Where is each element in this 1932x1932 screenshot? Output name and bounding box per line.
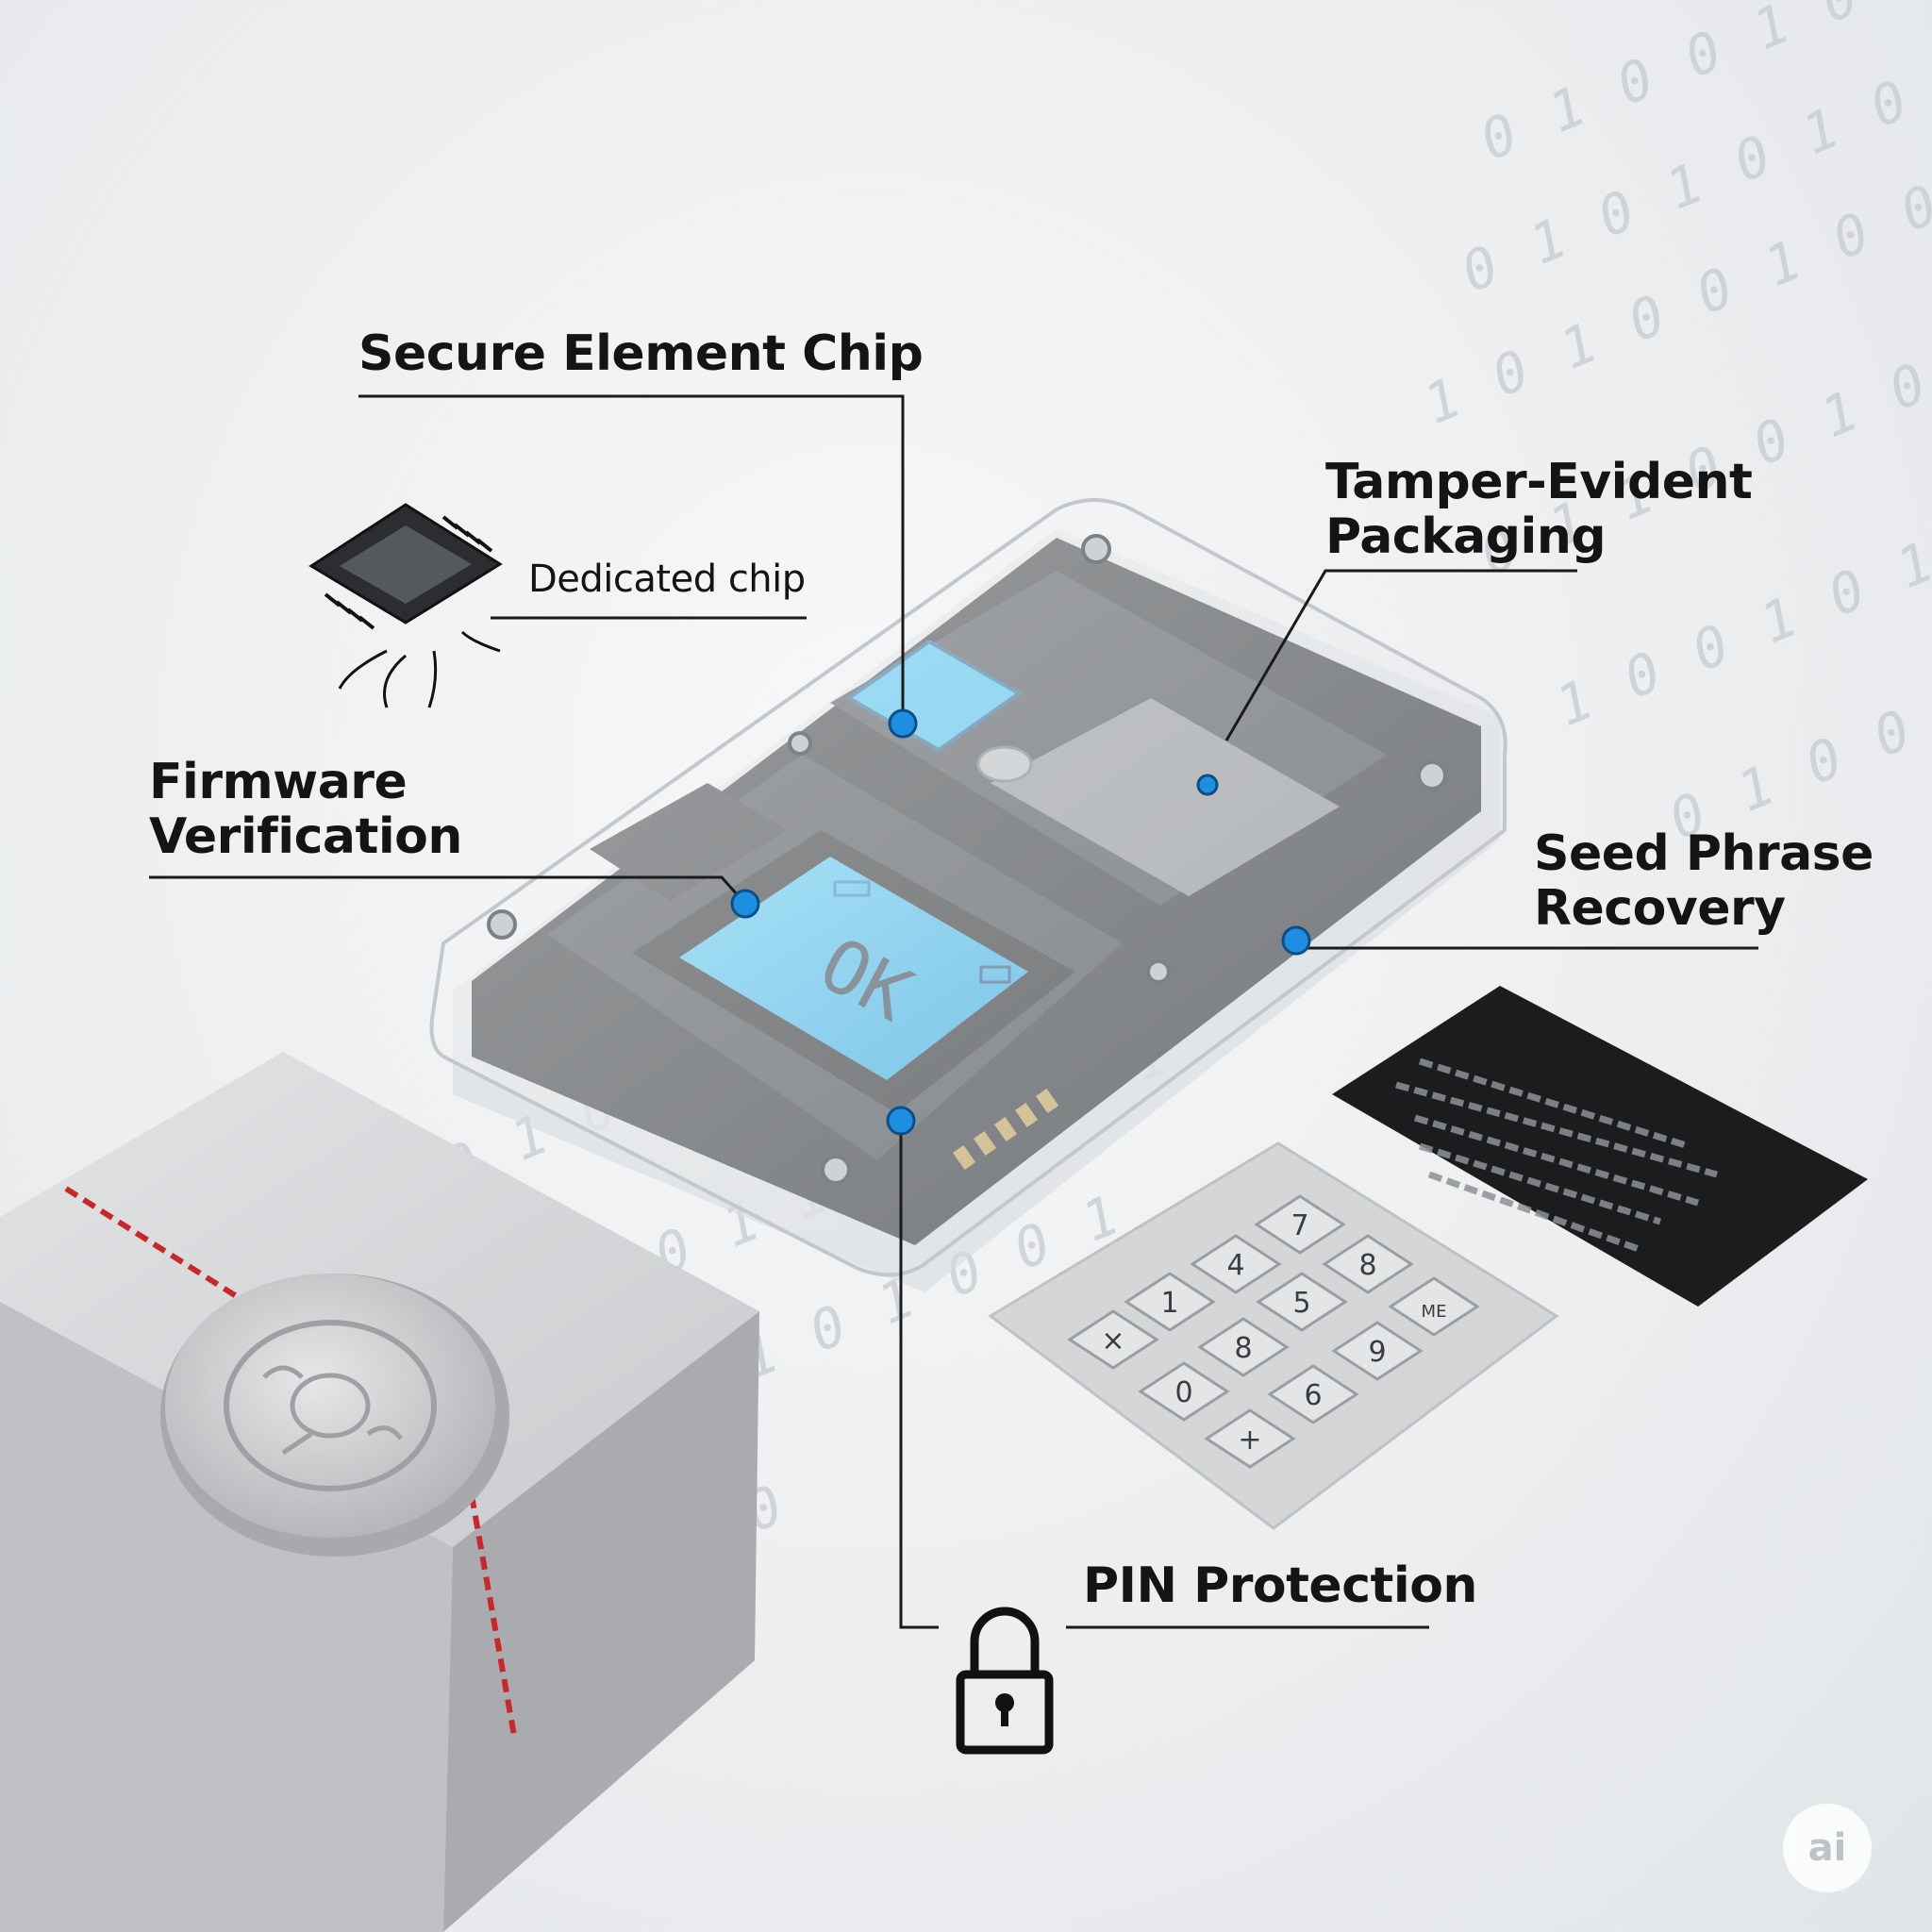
keypad-key-label: ME — [1422, 1302, 1447, 1322]
keypad-key-label: 9 — [1368, 1336, 1386, 1369]
keypad-key: 8 — [1197, 1317, 1290, 1377]
keypad-key: 6 — [1267, 1364, 1359, 1424]
keypad-key-label: × — [1101, 1324, 1124, 1357]
label-dedicated-chip: Dedicated chip — [528, 558, 806, 601]
packaging-box — [0, 1052, 759, 1932]
label-tamper-evident-packaging: Tamper-Evident Packaging — [1325, 454, 1753, 566]
label-firmware-line2: Verification — [149, 808, 462, 866]
keypad-key-label: 7 — [1291, 1209, 1308, 1242]
keypad-key-label: 8 — [1358, 1249, 1376, 1282]
label-firmware-line1: Firmware — [149, 754, 408, 810]
label-seed-line2: Recovery — [1534, 880, 1786, 938]
marker-secure-element — [888, 708, 918, 739]
label-tamper-line1: Tamper-Evident — [1325, 454, 1753, 510]
keypad-key: × — [1067, 1309, 1159, 1370]
label-firmware-verification: Firmware Verification — [149, 754, 462, 866]
keypad-key: 0 — [1138, 1361, 1230, 1422]
keypad-key-label: + — [1238, 1424, 1261, 1457]
keypad-key-label: 1 — [1160, 1287, 1178, 1320]
keypad-key: ME — [1388, 1276, 1480, 1337]
ai-badge: ai — [1783, 1804, 1872, 1892]
keypad-key-label: 6 — [1304, 1379, 1322, 1412]
box-left-face — [0, 1302, 453, 1932]
label-secure-element-chip: Secure Element Chip — [358, 325, 924, 382]
keypad-key-label: 8 — [1234, 1332, 1252, 1365]
keypad-key: 1 — [1124, 1272, 1216, 1332]
keypad-key: 8 — [1322, 1234, 1414, 1294]
box-right-face — [443, 1311, 759, 1932]
transparent-case — [429, 498, 1507, 1277]
label-seed-line1: Seed Phrase — [1534, 825, 1874, 882]
marker-tamper — [1196, 774, 1219, 796]
tamper-tape — [64, 1186, 247, 1305]
keypad-key: 9 — [1331, 1321, 1424, 1381]
label-tamper-line2: Packaging — [1325, 508, 1607, 566]
callout-markers — [730, 708, 1311, 1136]
marker-pin — [886, 1106, 916, 1136]
chip-icon — [308, 503, 503, 708]
seed-phrase-card — [1332, 986, 1868, 1307]
blurred-seed-words — [1395, 1058, 1718, 1254]
case-screws — [487, 534, 1447, 1185]
keypad-key: 4 — [1190, 1234, 1282, 1294]
label-seed-phrase-recovery: Seed Phrase Recovery — [1534, 825, 1874, 938]
keypad-key-label: 0 — [1174, 1376, 1192, 1409]
keypad-key: + — [1204, 1408, 1296, 1469]
marker-seed — [1281, 925, 1311, 956]
label-pin-protection: PIN Protection — [1083, 1557, 1477, 1614]
keypad-keys: 7 4 8 1 5 ME × 8 9 0 6 + — [1067, 1194, 1480, 1469]
keypad-key: 5 — [1256, 1272, 1348, 1332]
marker-firmware — [730, 889, 760, 919]
keypad-key-label: 4 — [1226, 1249, 1244, 1282]
keypad-key-label: 5 — [1292, 1287, 1310, 1320]
lock-icon — [956, 1607, 1054, 1755]
keypad-key: 7 — [1254, 1194, 1346, 1255]
wax-seal — [160, 1274, 509, 1557]
pin-keypad — [988, 1141, 1559, 1530]
